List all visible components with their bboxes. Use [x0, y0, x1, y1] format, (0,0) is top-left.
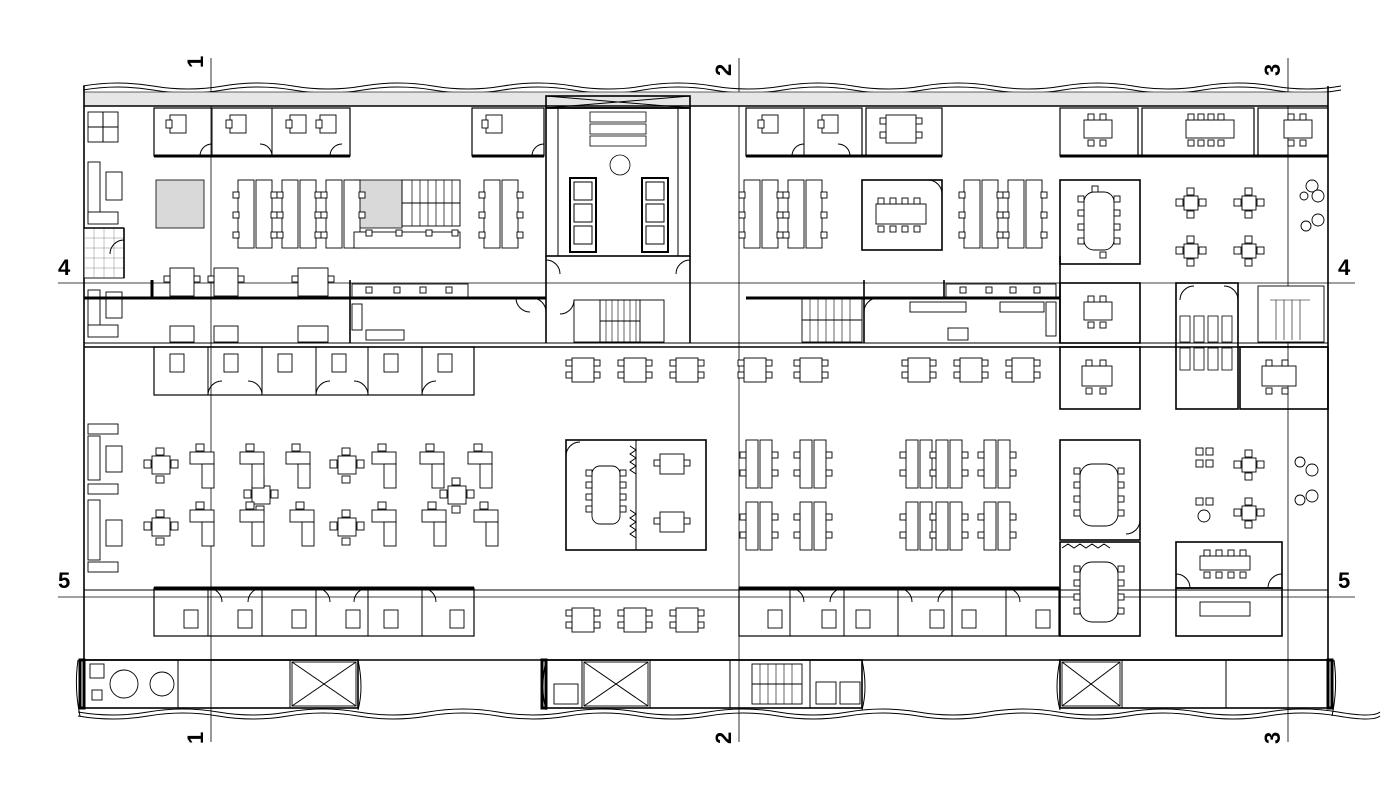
grid-label-bottom-2: 2	[711, 732, 736, 744]
grid-label-top-2: 2	[711, 64, 736, 76]
facade-bottom	[77, 708, 1381, 720]
grid-label-top-3: 3	[1260, 64, 1285, 76]
right-middle-band	[746, 256, 1061, 343]
facade-curve	[1331, 659, 1337, 717]
elevator-shaft-icon	[569, 177, 669, 253]
meeting-rooms-right-lower	[1059, 346, 1329, 637]
desk-banks-center-right	[739, 439, 1017, 551]
grid-label-bottom-1: 1	[183, 732, 208, 744]
facade-curve	[542, 659, 547, 711]
left-lounge-lower	[87, 423, 123, 573]
facade-curve	[357, 659, 362, 711]
meeting-room-right-mid	[1059, 282, 1141, 344]
lower-left-offices-bottom	[153, 586, 475, 637]
grid-label-left-4: 4	[58, 255, 71, 280]
desk-icon	[165, 114, 503, 134]
elevator-shaft-icon	[291, 661, 357, 707]
grid-label-bottom-3: 3	[1260, 732, 1285, 744]
conference-room-center	[565, 439, 707, 551]
grid-lines	[58, 58, 1355, 742]
grid-labels: 1 2 3 1 2 3 4 4 5 5	[58, 56, 1351, 744]
stair-icon	[401, 179, 461, 227]
elevator-shaft-icon	[1061, 661, 1121, 707]
grid-label-left-5: 5	[58, 568, 70, 593]
toilet-block-right	[1175, 282, 1325, 410]
lower-center-offices	[738, 586, 1060, 637]
outer-walls	[83, 86, 1329, 661]
meeting-room-center	[861, 179, 943, 251]
central-core	[545, 95, 691, 275]
grid-label-top-1: 1	[183, 56, 208, 68]
top-left-offices	[153, 107, 545, 158]
left-lounge	[83, 111, 125, 338]
lounge-tables-lower-right	[1195, 447, 1319, 529]
facade-top	[82, 82, 1342, 107]
lower-left-offices-top	[153, 346, 475, 396]
facade-curve	[861, 659, 866, 711]
void-left	[155, 179, 205, 229]
tables-row-upper	[565, 357, 1041, 383]
void-center-left	[353, 179, 403, 229]
lounge-tables-top-right	[1175, 179, 1325, 267]
tiled-area	[84, 228, 124, 278]
facade-curve	[75, 659, 81, 717]
desk-row-small	[353, 229, 461, 249]
meeting-table-icon	[1083, 113, 1313, 147]
stair-icon	[559, 299, 665, 343]
desk-cluster-top-left	[232, 179, 524, 249]
top-right-offices	[745, 107, 1329, 158]
workstations-lower-left	[143, 443, 499, 547]
meeting-room-right-top	[1059, 179, 1141, 265]
stair-icon	[801, 297, 863, 343]
middle-band	[84, 256, 691, 343]
tables-row-lower	[565, 607, 705, 633]
grid-label-right-4: 4	[1338, 255, 1351, 280]
toilets	[589, 111, 647, 176]
service-strip-bottom	[78, 658, 1334, 710]
facade-curve	[1056, 659, 1061, 711]
elevator-shaft-icon	[583, 661, 649, 707]
grid-label-right-5: 5	[1338, 568, 1350, 593]
stair-icon	[751, 663, 803, 705]
